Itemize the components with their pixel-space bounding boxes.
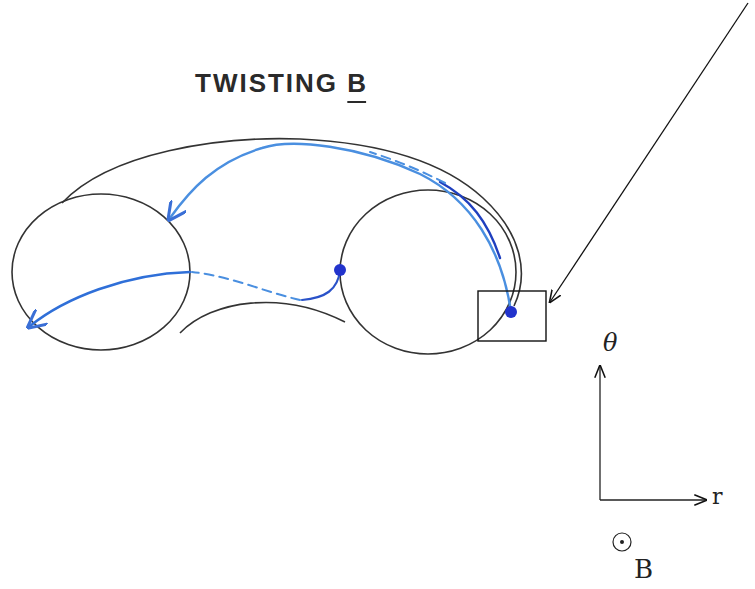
r-axis: [600, 499, 706, 500]
left-cross-section: [12, 194, 190, 350]
field-line-hidden: [370, 152, 445, 183]
field-line-front: [440, 182, 500, 258]
field-line-hidden: [192, 272, 300, 300]
torus-outline: [12, 139, 521, 354]
torus-inner-edge: [180, 302, 345, 333]
field-label: B: [634, 556, 653, 582]
field-line: [30, 272, 190, 326]
leader-line: [550, 3, 748, 302]
out-of-page-symbol: [613, 533, 631, 551]
axis-label: θ: [603, 331, 617, 355]
out-of-page-dot: [620, 540, 624, 544]
field-lines: [30, 144, 511, 326]
field-point: [334, 264, 346, 276]
diagram-title: TWISTING B: [195, 70, 368, 96]
theta-axis: [599, 366, 600, 500]
field-line: [302, 270, 340, 300]
field-point: [505, 306, 517, 318]
field-line: [170, 144, 511, 312]
vector-underline: [347, 101, 366, 103]
right-cross-section: [340, 190, 516, 354]
callout-box: [478, 291, 546, 341]
axis-label: r: [712, 486, 723, 508]
